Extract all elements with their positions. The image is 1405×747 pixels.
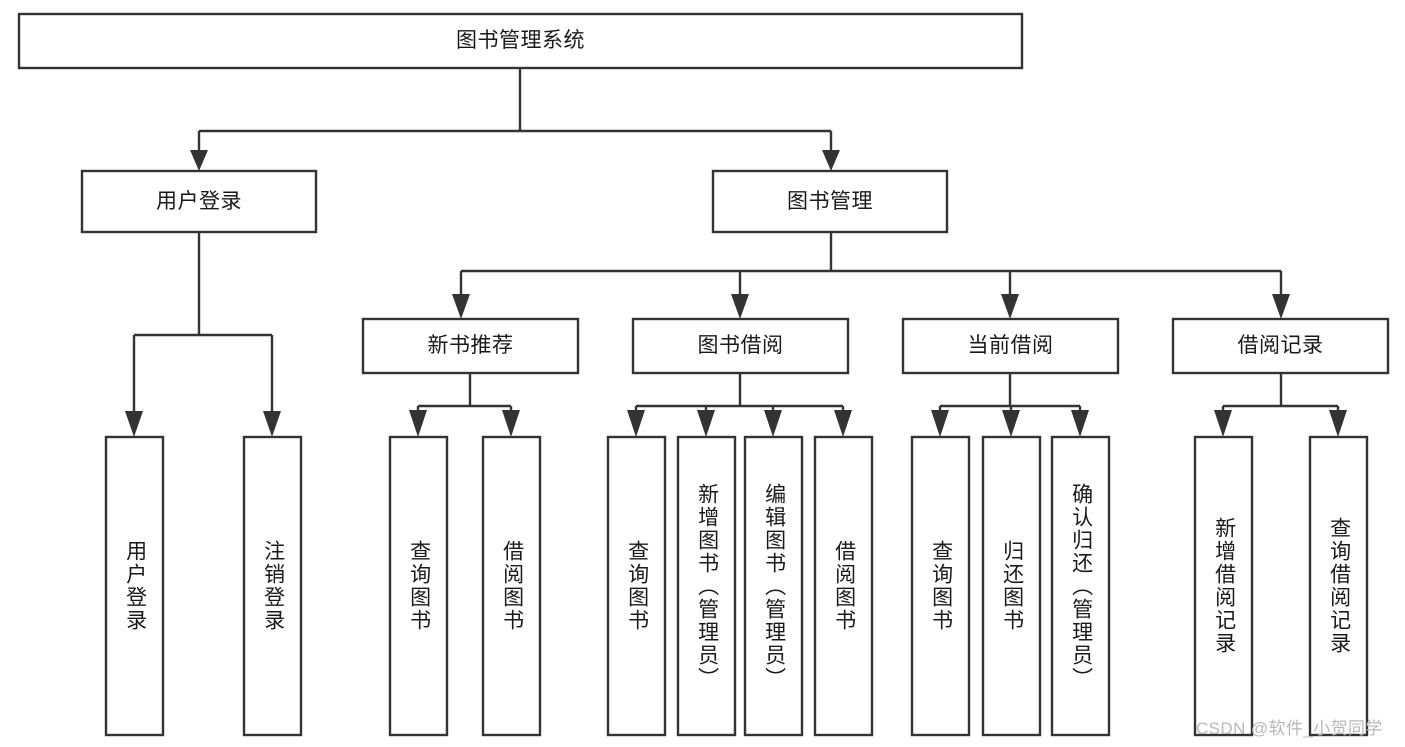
arrow-head-borrow-record [1272,294,1290,319]
leaf-box-borrow-record-1[interactable] [1308,435,1369,737]
node-box-user-login[interactable] [80,169,318,234]
arrow-head-leaf-user-login-0 [125,411,143,437]
leaf-box-new-book-0[interactable] [388,435,449,737]
watermark-text: CSDN @软件_小贺同学 [1196,719,1383,738]
arrow-head-book-borrow [731,294,749,319]
arrow-head-leaf-new-book-1 [502,410,520,437]
node-box-borrow-record[interactable] [1171,317,1390,375]
arrow-head-leaf-borrow-record-0 [1214,410,1232,437]
leaf-box-book-borrow-2[interactable] [743,435,804,737]
arrow-head-leaf-new-book-0 [409,410,427,437]
leaf-box-current-borrow-1[interactable] [981,435,1042,737]
arrow-head-leaf-book-borrow-3 [834,410,852,437]
arrow-head-leaf-book-borrow-0 [627,410,645,437]
leaf-box-current-borrow-0[interactable] [910,435,971,737]
arrow-head-leaf-current-borrow-1 [1002,410,1020,437]
arrow-head-leaf-borrow-record-1 [1329,410,1347,437]
arrow-head-new-book-recommend [452,294,470,319]
arrow-head-leaf-user-login-1 [263,411,281,437]
node-box-root[interactable] [17,12,1024,70]
arrow-head-leaf-current-borrow-2 [1071,410,1089,437]
arrow-head-book-management [822,150,840,171]
leaf-box-book-borrow-3[interactable] [813,435,874,737]
leaf-box-user-login-0[interactable] [104,435,165,737]
leaf-box-book-borrow-0[interactable] [606,435,667,737]
arrow-head-current-borrow [1001,294,1019,319]
node-box-book-management[interactable] [711,169,949,234]
arrow-head-leaf-book-borrow-1 [697,410,715,437]
arrow-head-leaf-current-borrow-0 [931,410,949,437]
arrow-head-leaf-book-borrow-2 [764,410,782,437]
leaf-box-current-borrow-2[interactable] [1050,435,1111,737]
node-box-book-borrow[interactable] [631,317,850,375]
leaf-box-book-borrow-1[interactable] [676,435,737,737]
node-box-new-book-recommend[interactable] [361,317,580,375]
arrow-head-user-login [190,150,208,171]
node-box-current-borrow[interactable] [901,317,1120,375]
leaf-box-new-book-1[interactable] [481,435,542,737]
leaf-box-user-login-1[interactable] [242,435,303,737]
leaf-box-borrow-record-0[interactable] [1193,435,1254,737]
